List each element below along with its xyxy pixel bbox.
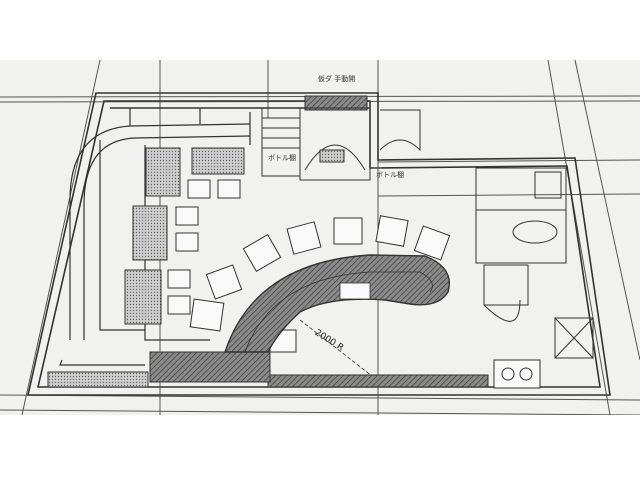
floor-plan-drawing [0,60,640,415]
bottle-shelf-label-left: ボトル棚 [268,154,296,162]
stair-area [261,107,371,181]
wall-strip-top [304,95,368,111]
radius-dimension-line [299,319,373,377]
dining-tables [124,147,245,325]
counter-base [149,351,271,383]
bottle-shelf-label-right: ボトル棚 [376,171,404,179]
top-note-label: 仮ダ 手動開 [318,75,356,83]
bar-sink [339,282,371,300]
chairs [167,179,451,353]
grid-lines [0,60,640,415]
wall-strip-bottom-left [47,371,149,388]
counter-inner-line [244,271,433,353]
wall-strip-bottom-right [267,374,489,388]
floor-plan-sheet: 仮ダ 手動開 ボトル棚 ボトル棚 2000 R [0,60,640,415]
curved-bar-counter [224,254,450,353]
restroom-kitchen [379,109,594,389]
